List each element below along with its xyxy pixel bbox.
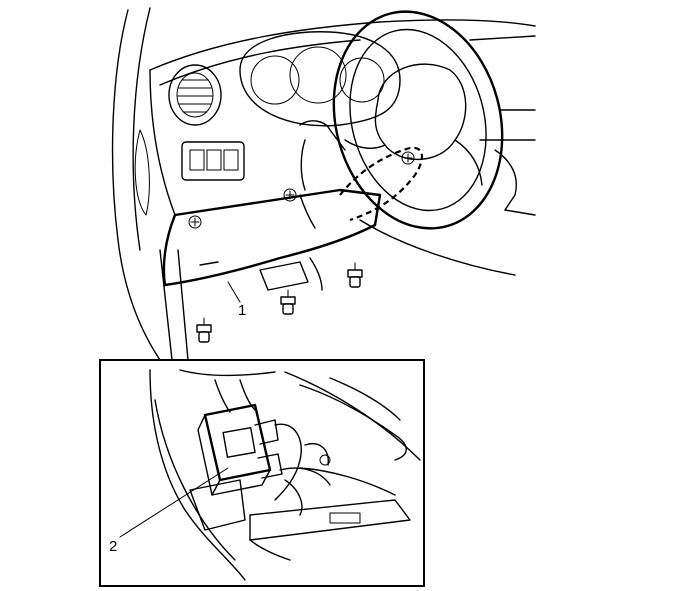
- callout-2-leader: [119, 467, 229, 538]
- zoom-connector: [159, 249, 189, 361]
- steering-wheel: [299, 10, 504, 230]
- panel-clip-1: [188, 215, 202, 229]
- callout-label-1: 1: [238, 302, 247, 319]
- a-pillar: [111, 7, 161, 361]
- callout-1-leader: [227, 281, 241, 303]
- lower-dash-panel: [162, 146, 516, 291]
- control-module: [197, 403, 283, 496]
- dashboard-outline: [149, 19, 536, 216]
- wire-harness: [214, 379, 331, 516]
- bolt-2: [280, 289, 296, 315]
- callout-label-2: 2: [109, 538, 118, 555]
- detail-inset: [149, 369, 421, 581]
- detail-inset-frame: [99, 359, 425, 587]
- bolt-1: [196, 317, 212, 343]
- panel-clip-3: [401, 151, 415, 165]
- switch-panel: [181, 141, 245, 181]
- instrument-cluster: [239, 31, 401, 127]
- air-vent: [168, 64, 222, 126]
- bolt-3: [347, 262, 363, 288]
- combination-switch: [494, 149, 536, 216]
- panel-clip-2: [283, 188, 297, 202]
